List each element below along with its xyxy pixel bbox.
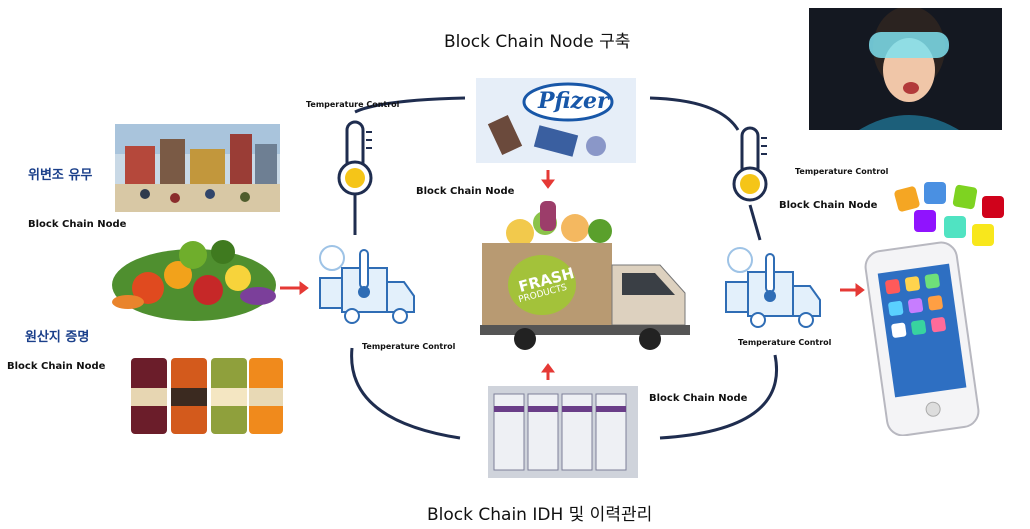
label-origin: 원산지 증명 bbox=[25, 330, 90, 345]
label-forgery: 위변조 유무 bbox=[28, 168, 93, 183]
diagram-title-top: Block Chain Node 구축 bbox=[444, 32, 631, 52]
label-node-left-bottom: Block Chain Node bbox=[7, 361, 106, 372]
label-node-center: Block Chain Node bbox=[416, 186, 515, 197]
jars-image bbox=[129, 352, 285, 436]
thermometer-icon bbox=[330, 118, 380, 198]
market-painting-image bbox=[115, 124, 280, 212]
pfizer-logo: Pfizer bbox=[538, 88, 609, 114]
line-right-upper bbox=[748, 204, 762, 241]
line-top-right bbox=[649, 96, 740, 131]
delivery-truck-icon bbox=[312, 240, 422, 328]
arrows bbox=[280, 170, 865, 380]
label-node-bottom: Block Chain Node bbox=[649, 393, 748, 404]
pfizer-image: Pfizer bbox=[476, 78, 636, 163]
fresh-products-truck-image: FRASH PRODUCTS bbox=[480, 193, 700, 353]
smartphone-apps-image bbox=[864, 178, 1024, 436]
thermometer-icon bbox=[725, 124, 775, 204]
diagram-title-bottom: Block Chain IDH 및 이력관리 bbox=[427, 505, 653, 525]
label-node-left-top: Block Chain Node bbox=[28, 219, 127, 230]
label-temp-top-left: Temperature Control bbox=[306, 100, 400, 109]
label-temp-top-right: Temperature Control bbox=[795, 167, 889, 176]
vegetables-image bbox=[108, 230, 280, 325]
label-temp-bottom-left: Temperature Control bbox=[362, 342, 456, 351]
line-top-left bbox=[354, 96, 466, 114]
medical-packs-image bbox=[488, 386, 638, 478]
label-temp-bottom-right: Temperature Control bbox=[738, 338, 832, 347]
line-bottom-left bbox=[350, 347, 461, 440]
label-node-right: Block Chain Node bbox=[779, 200, 878, 211]
line-bottom-right bbox=[659, 354, 778, 440]
delivery-truck-icon bbox=[718, 244, 830, 332]
vr-user-photo bbox=[809, 8, 1002, 130]
